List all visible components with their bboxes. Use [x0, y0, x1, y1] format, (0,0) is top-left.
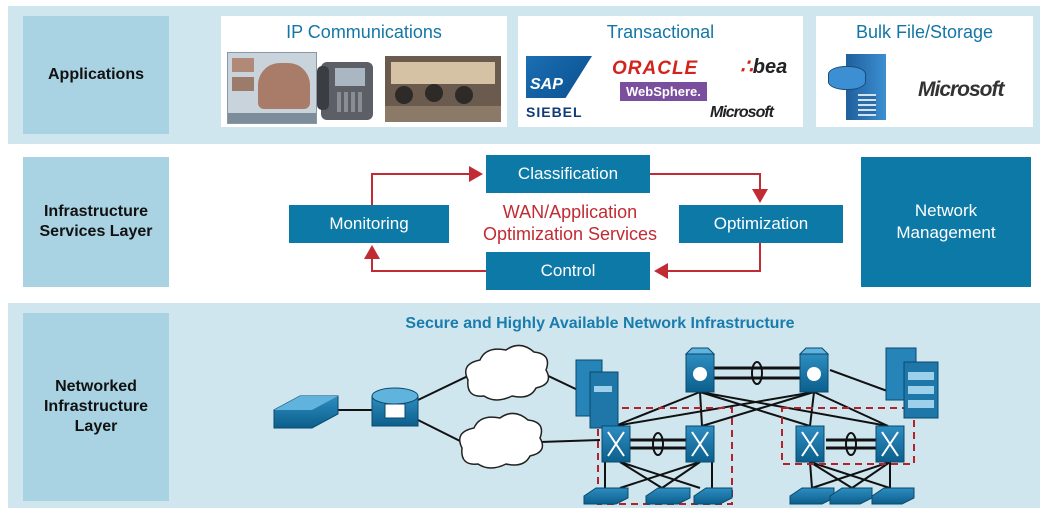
arrow-classification-to-optimization: [650, 173, 768, 203]
edge-switch-icon-5: [829, 487, 873, 505]
services-label: Infrastructure Services Layer: [23, 157, 169, 287]
service-cycle-arrows: [364, 166, 768, 279]
network-management-box: Network Management: [861, 157, 1031, 287]
telepresence-image: [385, 56, 501, 122]
applications-label: Applications: [23, 16, 169, 134]
ip-communications-panel: IP Communications: [221, 16, 507, 127]
core-switch-icon-right: [798, 347, 830, 393]
edge-switch-icon-2: [645, 487, 691, 505]
siebel-logo: SIEBEL: [526, 104, 583, 120]
video-call-image: [227, 52, 317, 124]
optimization-label: Optimization: [713, 214, 809, 233]
infrastructure-label: Networked Infrastructure Layer: [23, 313, 169, 501]
bulk-storage-title: Bulk File/Storage: [855, 22, 994, 42]
ip-phone-image: [317, 62, 373, 120]
infrastructure-band: [8, 303, 1040, 508]
edge-switch-icon-3: [693, 487, 733, 505]
applications-label-text: Applications: [47, 66, 144, 83]
transactional-title: Transactional: [606, 22, 715, 42]
infrastructure-title: Secure and Highly Available Network Infr…: [405, 315, 795, 332]
network-management-label: Network Management: [896, 201, 996, 242]
microsoft-logo: Microsoft: [710, 104, 774, 121]
ip-communications-title: IP Communications: [286, 22, 442, 42]
wan-clouds: [459, 344, 550, 469]
wan-optimization-text: WAN/Application Optimization Services: [470, 201, 670, 245]
bea-logo: ∴bea: [740, 56, 788, 78]
edge-switch-icon-1: [583, 487, 629, 505]
arrow-optimization-to-control: [654, 243, 761, 279]
transactional-panel: Transactional SAP ORACLE ∴bea WebSphere.…: [518, 16, 803, 127]
edge-switches: [583, 487, 915, 505]
infrastructure-label-text: Networked Infrastructure Layer: [43, 378, 149, 435]
oracle-logo: ORACLE: [612, 58, 699, 79]
monitoring-label: Monitoring: [329, 214, 409, 233]
access-switch-icon: [273, 395, 339, 429]
core-switch-icon-left: [684, 347, 716, 393]
cloud-icon-upper: [465, 344, 550, 401]
edge-switch-icon-6: [871, 487, 915, 505]
classification-label: Classification: [517, 164, 619, 183]
distribution-block-outlines: [597, 407, 915, 505]
cloud-icon-lower: [459, 412, 544, 469]
distribution-switches: [601, 425, 905, 463]
edge-switch-icon-4: [789, 487, 835, 505]
services-label-text: Infrastructure Services Layer: [39, 203, 153, 240]
bulk-storage-panel: Bulk File/Storage Microsoft: [816, 16, 1033, 127]
core-switches: [684, 347, 830, 393]
optimization-box: Optimization: [679, 205, 843, 243]
microsoft-storage-logo: Microsoft: [918, 78, 1004, 101]
server-cluster-icon: [575, 359, 619, 429]
arrow-monitoring-to-classification: [371, 166, 483, 205]
monitoring-box: Monitoring: [289, 205, 449, 243]
arrow-control-to-monitoring: [364, 245, 486, 272]
router-icon: [371, 387, 419, 427]
control-label: Control: [540, 261, 596, 280]
control-box: Control: [486, 252, 650, 290]
wan-optimization-line2: Optimization Services: [482, 224, 658, 244]
link-bundle-markers: [652, 361, 857, 456]
storage-server-icon: [828, 54, 892, 122]
wan-optimization-line1: WAN/Application: [502, 202, 638, 222]
classification-box: Classification: [486, 155, 650, 193]
storage-array-icon: [885, 347, 939, 419]
websphere-logo: WebSphere.: [620, 82, 707, 101]
